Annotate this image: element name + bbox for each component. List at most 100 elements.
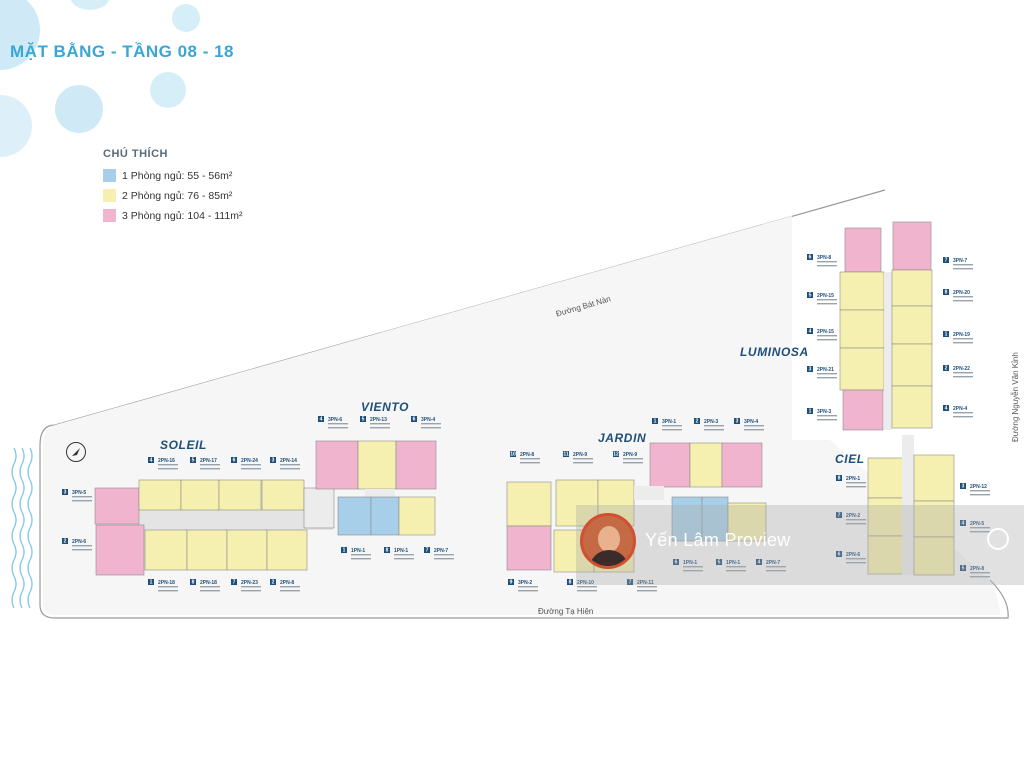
building-soleil xyxy=(94,479,335,576)
unit-2bed xyxy=(727,502,767,542)
unit-number: 2 xyxy=(64,539,67,545)
unit-number-badge xyxy=(190,579,196,585)
unit-area-line xyxy=(970,531,990,533)
unit-2bed xyxy=(891,305,933,345)
unit-code: 3PN-6 xyxy=(328,417,342,423)
core xyxy=(303,487,335,529)
unit-code: 1PN-1 xyxy=(351,548,365,554)
unit-2bed xyxy=(839,271,885,311)
unit-area-line xyxy=(744,425,764,427)
unit-2bed xyxy=(398,496,436,536)
unit-number-badge xyxy=(943,405,949,411)
unit-area-line xyxy=(520,462,540,464)
unit-code: 2PN-3 xyxy=(704,419,718,425)
unit-area-line xyxy=(518,590,538,592)
unit-number-badge xyxy=(807,328,813,334)
unit-code: 1PN-1 xyxy=(726,560,740,566)
unit-area-line xyxy=(241,590,261,592)
unit-3bed xyxy=(94,487,140,525)
unit-area-line xyxy=(623,458,643,460)
unit-code: 2PN-5 xyxy=(970,521,984,527)
unit-number-badge xyxy=(341,547,347,553)
unit-number-badge xyxy=(231,579,237,585)
unit-number-badge xyxy=(836,551,842,557)
unit-area-line xyxy=(953,416,973,418)
unit-number: 5 xyxy=(192,458,195,464)
unit-area-line xyxy=(200,590,220,592)
unit-number-badge xyxy=(62,538,68,544)
unit-area-line xyxy=(434,558,454,560)
unit-area-line xyxy=(953,372,973,374)
unit-number: 1 xyxy=(343,548,346,554)
unit-area-line xyxy=(623,462,643,464)
unit-area-line xyxy=(573,462,593,464)
unit-area-line xyxy=(518,586,538,588)
unit-area-line xyxy=(662,425,682,427)
legend-swatch-2bed xyxy=(103,189,116,202)
unit-number-badge xyxy=(807,366,813,372)
unit-code: 2PN-18 xyxy=(200,580,217,586)
unit-number: 5 xyxy=(718,560,721,566)
unit-area-line xyxy=(72,500,92,502)
unit-area-line xyxy=(953,342,973,344)
unit-number: 3 xyxy=(272,458,275,464)
unit-number: 12 xyxy=(613,452,619,458)
unit-number-badge xyxy=(62,489,68,495)
unit-code: 2PN-11 xyxy=(637,580,654,586)
unit-number-badge xyxy=(508,579,514,585)
unit-2bed xyxy=(913,536,955,576)
unit-number-badge xyxy=(960,520,966,526)
unit-number: 4 xyxy=(150,458,153,464)
unit-code: 3PN-1 xyxy=(662,419,676,425)
unit-area-line xyxy=(846,482,866,484)
unit-number-badge xyxy=(424,547,430,553)
unit-number-badge xyxy=(694,418,700,424)
unit-code: 3PN-7 xyxy=(953,258,967,264)
unit-area-line xyxy=(970,527,990,529)
unit-area-line xyxy=(846,486,866,488)
unit-number-badge xyxy=(411,416,417,422)
unit-number: 10 xyxy=(510,452,516,458)
unit-number: 8 xyxy=(569,580,572,586)
unit-area-line xyxy=(817,261,837,263)
unit-2bed xyxy=(839,309,885,349)
unit-area-line xyxy=(280,464,300,466)
unit-3bed xyxy=(506,525,552,571)
watermark-band xyxy=(576,505,1024,585)
legend-swatch-1bed xyxy=(103,169,116,182)
unit-area-line xyxy=(72,545,92,547)
unit-number: 9 xyxy=(510,580,513,586)
unit-area-line xyxy=(817,299,837,301)
unit-area-line xyxy=(683,570,703,572)
unit-number-badge xyxy=(563,451,569,457)
unit-number-badge xyxy=(943,331,949,337)
unit-number-badge xyxy=(567,579,573,585)
unit-number-badge xyxy=(960,483,966,489)
unit-area-line xyxy=(394,558,414,560)
unit-3bed xyxy=(892,221,932,271)
compass-icon xyxy=(66,442,86,462)
unit-number-badge xyxy=(943,365,949,371)
unit-number: 7 xyxy=(945,258,948,264)
unit-area-line xyxy=(573,458,593,460)
unit-number-badge xyxy=(960,565,966,571)
unit-number: 4 xyxy=(758,560,761,566)
unit-area-line xyxy=(817,303,837,305)
unit-area-line xyxy=(577,590,597,592)
unit-code: 3PN-4 xyxy=(421,417,435,423)
corridor xyxy=(138,510,333,530)
unit-area-line xyxy=(953,376,973,378)
